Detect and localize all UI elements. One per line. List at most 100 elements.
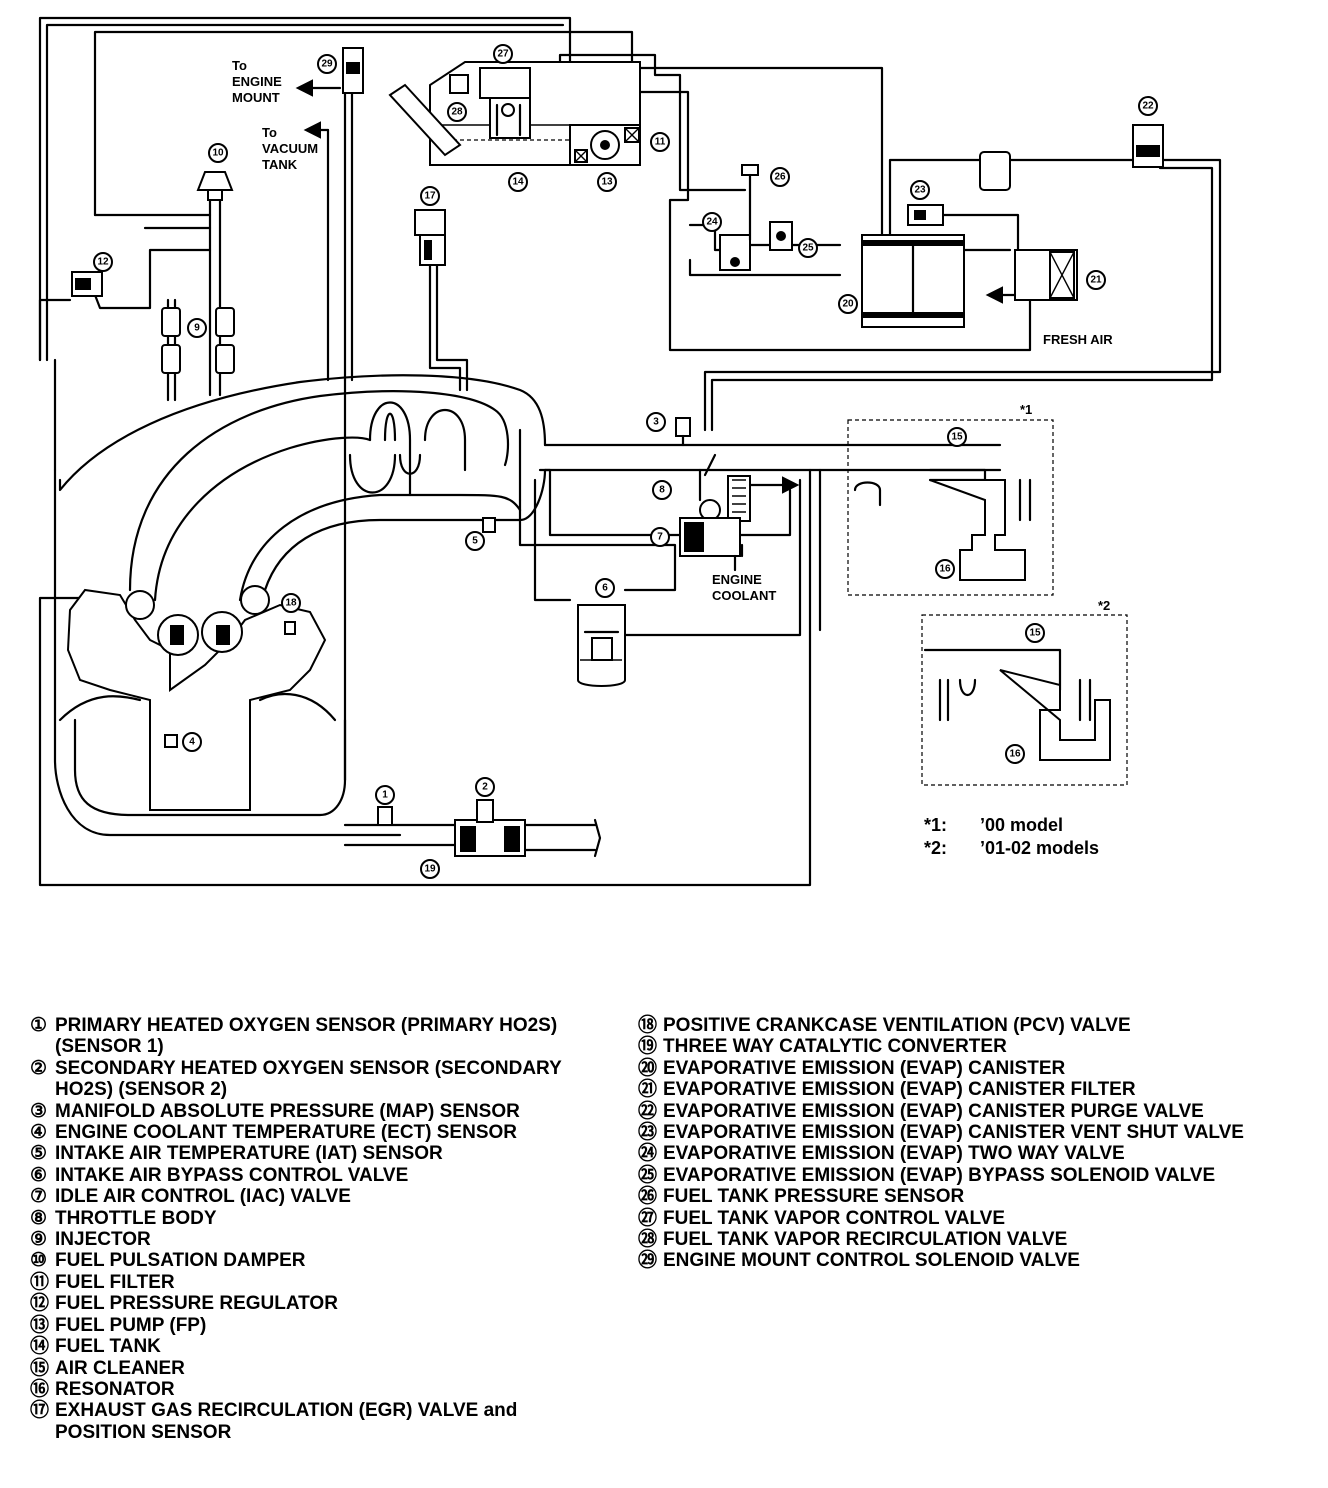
callout-10: 10: [208, 143, 228, 163]
legend-number: ③: [30, 1100, 48, 1122]
svg-text:23: 23: [914, 185, 926, 196]
callout-1: 1: [375, 785, 395, 805]
injectors: [161, 307, 235, 374]
legend-number: ⑦: [30, 1186, 48, 1208]
legend-text: FUEL TANK PRESSURE SENSOR: [663, 1186, 965, 1208]
note-1-key: *1:: [924, 815, 948, 835]
callout-8: 8: [652, 480, 672, 500]
legend-text: FUEL FILTER: [55, 1271, 175, 1293]
legend-text: EVAPORATIVE EMISSION (EVAP) CANISTER VEN…: [663, 1122, 1244, 1144]
legend-number: ㉖: [638, 1186, 658, 1208]
svg-text:11: 11: [655, 137, 666, 148]
svg-text:16: 16: [939, 564, 951, 575]
svg-text:26: 26: [774, 172, 786, 183]
legend-number: ㉓: [638, 1122, 658, 1144]
to-engine-mount-line-2: ENGINE: [232, 74, 282, 89]
svg-text:21: 21: [1090, 275, 1102, 286]
engine-coolant-line-1: ENGINE: [712, 572, 762, 587]
legend-item: ① PRIMARY HEATED OXYGEN SENSOR (PRIMARY H…: [30, 1015, 610, 1058]
legend-text: EXHAUST GAS RECIRCULATION (EGR) VALVE an…: [55, 1400, 518, 1443]
callout-2: 2: [475, 777, 495, 797]
legend-text: EVAPORATIVE EMISSION (EVAP) CANISTER PUR…: [663, 1100, 1204, 1122]
legend-text: THROTTLE BODY: [55, 1207, 217, 1229]
legend-text: SECONDARY HEATED OXYGEN SENSOR (SECONDAR…: [55, 1057, 562, 1101]
legend-text: PRIMARY HEATED OXYGEN SENSOR (PRIMARY HO…: [55, 1015, 558, 1058]
svg-text:16: 16: [1009, 749, 1021, 760]
legend-number: ㉒: [638, 1100, 658, 1122]
callout-15a: 15: [947, 427, 967, 447]
diagram-text: To ENGINE MOUNT To VACUUM TANK ENGINE CO…: [232, 58, 1113, 613]
note-1-text: ’00 model: [980, 815, 1064, 835]
legend-number: ⑤: [30, 1143, 48, 1165]
legend-number: ⑰: [30, 1400, 50, 1422]
to-vacuum-tank-label: To VACUUM TANK: [262, 125, 322, 172]
legend-number: ⑩: [30, 1250, 48, 1272]
callout-9: 9: [187, 318, 207, 338]
svg-text:14: 14: [512, 177, 524, 188]
legend-number: ⑫: [30, 1293, 50, 1315]
legend-text: EVAPORATIVE EMISSION (EVAP) CANISTER FIL…: [663, 1079, 1136, 1101]
legend-text: POSITIVE CRANKCASE VENTILATION (PCV) VAL…: [663, 1015, 1131, 1036]
legend-number: ④: [30, 1122, 48, 1144]
callout-16a: 16: [935, 559, 955, 579]
svg-text:28: 28: [451, 107, 463, 118]
svg-text:4: 4: [189, 737, 195, 748]
evap-system: [719, 124, 1164, 328]
callout-6: 6: [595, 578, 615, 598]
callout-27: 27: [493, 44, 513, 64]
to-vacuum-tank-line-3: TANK: [262, 157, 298, 172]
legend-text: THREE WAY CATALYTIC CONVERTER: [663, 1036, 1007, 1058]
legend-text: FUEL PULSATION DAMPER: [55, 1250, 306, 1272]
callout-19: 19: [420, 859, 440, 879]
to-vacuum-tank-line-1: To: [262, 125, 277, 140]
legend-number: ㉑: [638, 1079, 658, 1101]
svg-text:25: 25: [802, 243, 814, 254]
svg-text:3: 3: [653, 417, 659, 428]
to-engine-mount-line-3: MOUNT: [232, 90, 280, 105]
svg-text:10: 10: [212, 148, 224, 159]
legend-text: FUEL TANK: [55, 1336, 161, 1358]
legend-number: ①: [30, 1015, 48, 1036]
legend-number: ⑨: [30, 1229, 48, 1251]
engine-coolant-line-2: COOLANT: [712, 588, 776, 603]
callout-21: 21: [1086, 270, 1106, 290]
callout-12: 12: [93, 252, 113, 272]
svg-text:24: 24: [706, 217, 718, 228]
legend-item: ② SECONDARY HEATED OXYGEN SENSOR (SECONDA…: [30, 1058, 610, 1101]
callout-26: 26: [770, 167, 790, 187]
engine-block: [53, 468, 402, 837]
legend-text: FUEL TANK VAPOR RECIRCULATION VALVE: [663, 1229, 1068, 1251]
egr-valve: [414, 209, 446, 266]
fuel-pulsation-damper: [196, 171, 234, 201]
legend-number: ②: [30, 1057, 48, 1079]
svg-text:2: 2: [482, 782, 488, 793]
legend-left-column: ① PRIMARY HEATED OXYGEN SENSOR (PRIMARY H…: [30, 1015, 610, 1443]
svg-text:6: 6: [602, 583, 608, 594]
throttle-body: [679, 453, 800, 572]
model-notes: *1:’00 model *2:’01-02 models: [924, 814, 1099, 860]
svg-text:18: 18: [285, 598, 297, 609]
exhaust: [343, 799, 602, 858]
fuel-tank: [388, 61, 641, 166]
legend-text: ENGINE COOLANT TEMPERATURE (ECT) SENSOR: [55, 1122, 517, 1144]
legend-number: ⑭: [30, 1336, 50, 1358]
legend-number: ㉕: [638, 1164, 658, 1186]
callout-14: 14: [508, 172, 528, 192]
